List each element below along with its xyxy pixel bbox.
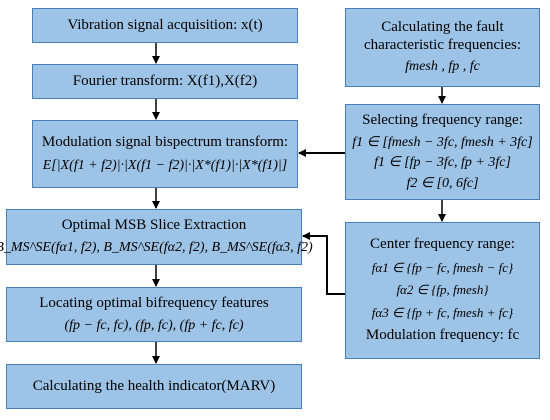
bifrequency-box: Locating optimal bifrequency features (f… [6,287,302,342]
fault-frequencies-title-2: characteristic frequencies: [364,36,521,53]
acquisition-box: Vibration signal acquisition: x(t) [32,8,298,43]
fourier-box: Fourier transform: X(f1),X(f2) [32,64,298,99]
center-frequency-line-2: fα2 ∈ {fp, fmesh} [396,282,489,298]
health-indicator-title: Calculating the health indicator(MARV) [32,377,276,394]
acquisition-title: Vibration signal acquisition: x(t) [67,16,263,33]
msb-transform-formula: E[|X(f1 + f2)|·|X(f1 − f2)|·|X*(f1)|·|X*… [42,157,288,173]
center-frequency-line-1: fα1 ∈ {fp − fc, fmesh − fc} [371,260,514,275]
msb-transform-title: Modulation signal bispectrum transform: [41,133,289,150]
center-frequency-title: Center frequency range: [370,236,515,253]
modulation-frequency-label: Modulation frequency: fc [365,326,520,343]
bifrequency-formula: (fp − fc, fc), (fp, fc), (fp + fc, fc) [64,317,244,333]
slice-extraction-title: Optimal MSB Slice Extraction [61,217,247,234]
slice-extraction-box: Optimal MSB Slice Extraction B_MS^SE(fα1… [0,209,313,265]
frequency-range-line-3: f2 ∈ [0, 6fc] [406,175,479,191]
msb-transform-box: Modulation signal bispectrum transform: … [32,120,298,188]
arrow-center-to-slice [302,232,345,295]
slice-extraction-formula: B_MS^SE(fα1, f2), B_MS^SE(fα2, f2), B_MS… [0,240,313,256]
health-indicator-box: Calculating the health indicator(MARV) [6,364,302,409]
center-frequency-line-3: fα3 ∈ {fp + fc, fmesh + fc} [371,304,514,320]
frequency-range-box: Selecting frequency range: f1 ∈ [fmesh −… [345,104,540,200]
frequency-range-line-1: f1 ∈ [fmesh − 3fc, fmesh + 3fc] [352,134,533,150]
frequency-range-title: Selecting frequency range: [362,111,523,128]
center-frequency-box: Center frequency range: fα1 ∈ {fp − fc, … [345,222,540,359]
fault-frequencies-box: Calculating the fault characteristic fre… [345,8,540,87]
bifrequency-title: Locating optimal bifrequency features [39,294,269,311]
frequency-range-line-2: f1 ∈ [fp − 3fc, fp + 3fc] [374,155,511,171]
fourier-title: Fourier transform: X(f1),X(f2) [72,72,258,89]
fault-frequencies-formula: fmesh , fp , fc [405,59,480,75]
fault-frequencies-title-1: Calculating the fault [381,19,504,36]
